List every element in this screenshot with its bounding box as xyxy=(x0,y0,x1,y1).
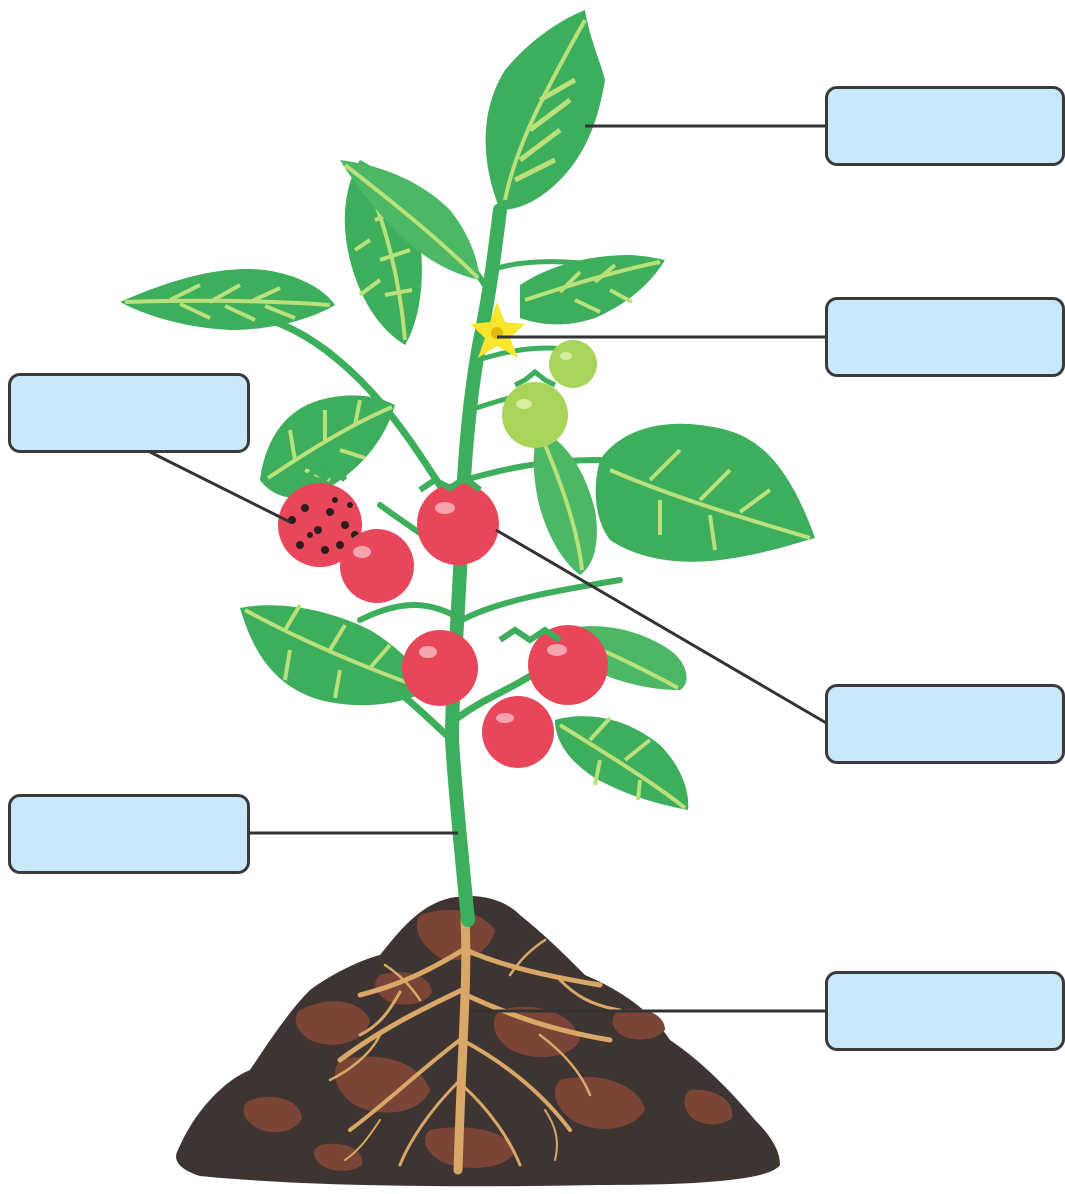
label-box-leaf[interactable] xyxy=(825,86,1065,166)
label-box-flower[interactable] xyxy=(825,297,1065,377)
label-box-root[interactable] xyxy=(825,971,1065,1051)
label-box-seed[interactable] xyxy=(8,373,250,453)
soil-mound xyxy=(176,896,780,1186)
label-box-fruit[interactable] xyxy=(825,684,1065,764)
label-box-stem[interactable] xyxy=(8,794,250,874)
